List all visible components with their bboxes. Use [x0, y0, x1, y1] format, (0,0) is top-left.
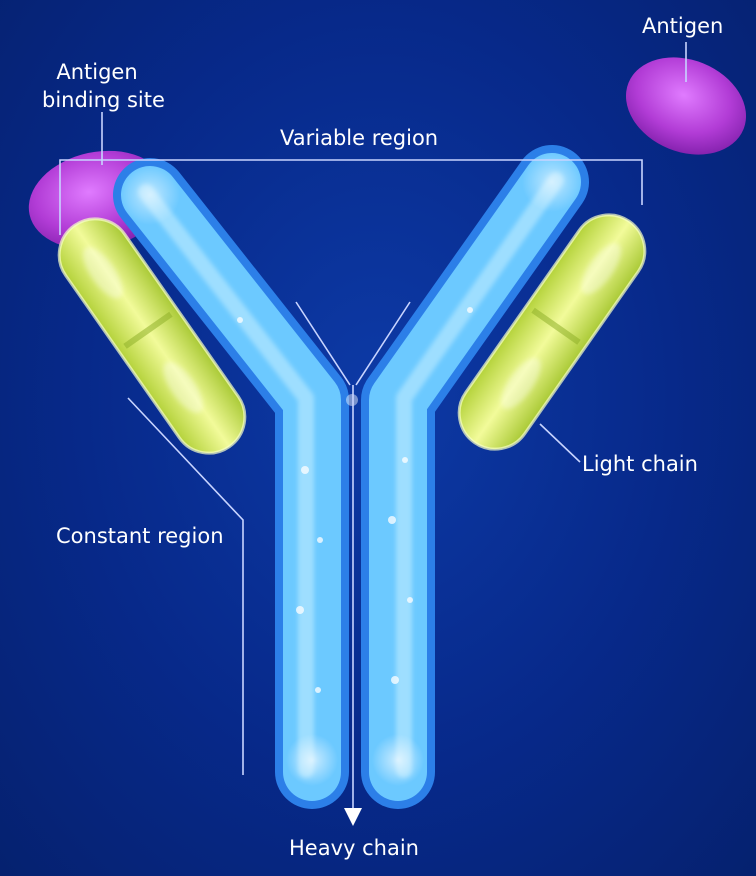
antigen-binding-site-label: Antigen binding site — [42, 58, 165, 114]
variable-region-label: Variable region — [280, 126, 439, 150]
right-light-chain — [457, 213, 647, 451]
left-heavy-chain — [113, 158, 349, 809]
left-light-chain — [57, 217, 247, 455]
binding-site-line-1: Antigen — [56, 60, 138, 84]
antigen-label: Antigen — [642, 14, 724, 38]
heavy-chain-arrow — [344, 808, 362, 826]
sparkles — [237, 307, 473, 693]
leader-lines — [59, 42, 687, 808]
binding-site-line-2: binding site — [42, 88, 165, 112]
free-antigen — [625, 57, 747, 155]
constant-region-label: Constant region — [56, 524, 224, 548]
heavy-chain-label: Heavy chain — [289, 836, 419, 860]
right-heavy-chain — [361, 145, 589, 809]
light-chain-label: Light chain — [582, 452, 698, 476]
